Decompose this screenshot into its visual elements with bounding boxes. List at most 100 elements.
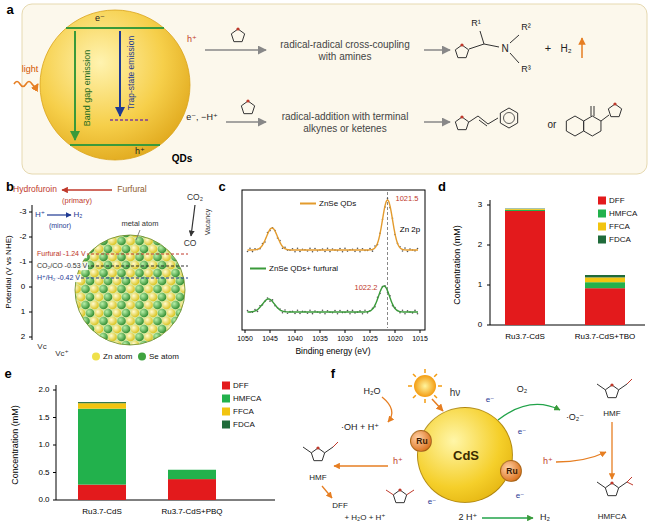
atom-sphere [158, 261, 167, 270]
bar-segment [585, 288, 625, 325]
data-point [284, 309, 286, 311]
atom-sphere [167, 325, 176, 334]
tick-label: 1035 [312, 335, 328, 343]
light-label: hν [450, 387, 461, 398]
atom-sphere [117, 237, 126, 246]
legend-swatch [138, 352, 146, 360]
panel-b-art [29, 190, 198, 349]
atom-sphere [144, 317, 153, 326]
legend-swatch [598, 222, 606, 230]
tick-label: -2 [19, 233, 26, 242]
atom-sphere [86, 229, 95, 238]
bar-segment [168, 469, 216, 470]
legend-text: Se atom [149, 352, 179, 361]
panel-a-art [584, 116, 601, 136]
electron-label: e⁻ [518, 428, 527, 437]
hole-label: h⁺ [543, 457, 553, 467]
panel-a-art [455, 115, 468, 129]
bar-segment [505, 211, 545, 325]
atom-sphere [176, 293, 185, 302]
panel-c-art [395, 330, 396, 333]
level-label: H⁺/H₂ -0.42 V [36, 274, 81, 282]
panel-a-art [66, 27, 164, 29]
panel-c-art [387, 192, 388, 328]
atom-sphere [95, 245, 104, 254]
species-label: CO [184, 239, 197, 248]
bar-segment [505, 210, 545, 211]
data-point [387, 198, 389, 200]
data-point [357, 247, 359, 249]
data-point [402, 250, 404, 252]
panel-a-art [424, 49, 450, 51]
bar-segment [505, 208, 545, 209]
data-point [404, 313, 406, 315]
atom-sphere [95, 309, 104, 318]
species-label: H₂ [74, 211, 83, 220]
atom-sphere [104, 229, 113, 238]
panel-b-art [29, 287, 32, 288]
peak-value: 1021.5 [396, 195, 419, 203]
category-label: Ru3.7-CdS+PBQ [161, 508, 222, 517]
panel-f-art [311, 446, 324, 460]
atom-sphere [95, 293, 104, 302]
data-point [294, 313, 296, 315]
panel-b-art [75, 235, 185, 345]
data-point [417, 248, 419, 250]
ru-site: Ru [410, 430, 432, 452]
atom-sphere [171, 269, 180, 278]
panel-f-art [325, 447, 333, 453]
atom-sphere [90, 237, 99, 246]
electron-label: e⁻, −H⁺ [186, 113, 217, 123]
tick-label: 1045 [262, 335, 278, 343]
legend-swatch [300, 202, 316, 204]
atom-sphere [149, 341, 158, 350]
quantum-dot: Band gap emissionTrap-state emissionQDs [40, 10, 190, 160]
legend-swatch [222, 420, 230, 428]
atom-sphere [189, 285, 198, 294]
atom-sphere [185, 325, 194, 334]
species-label: ·OH + H⁺ [341, 423, 379, 433]
panel-f-art [597, 482, 605, 488]
legend-text: FDCA [609, 235, 631, 244]
bar-segment [585, 275, 625, 277]
tick-label: 1040 [287, 335, 303, 343]
tick-label: 0 [478, 321, 482, 330]
panel-f-art [382, 397, 392, 422]
atom-sphere [140, 293, 149, 302]
panel-letter: e [4, 367, 11, 381]
atom-sphere [77, 293, 86, 302]
atom-sphere [185, 341, 194, 350]
atom-sphere [68, 325, 77, 334]
panel-a-art [608, 102, 621, 116]
hole-label: h⁺ [135, 147, 145, 157]
panel-a-art [469, 44, 484, 49]
bar-segment [505, 209, 545, 211]
atom-sphere [99, 269, 108, 278]
panel-a-art [566, 116, 583, 136]
panel-a-art [74, 31, 76, 140]
panel-e-art [53, 445, 56, 446]
legend-item: DFF [598, 196, 625, 205]
panel-f-art [627, 379, 632, 384]
atom-sphere [108, 269, 117, 278]
atom-sphere [162, 237, 171, 246]
atom-sphere [72, 237, 81, 246]
panel-b-art [29, 212, 32, 213]
atom-sphere [126, 237, 135, 246]
panel-f-art [413, 374, 416, 377]
atom-sphere [158, 341, 167, 350]
panel-f-art [605, 383, 618, 397]
atom-sphere [153, 317, 162, 326]
panel-f-art [334, 465, 388, 466]
part-label: Vacancy [204, 209, 212, 235]
atom-sphere [162, 317, 171, 326]
legend-item: FFCA [222, 407, 254, 416]
atom-sphere [167, 293, 176, 302]
atom-sphere [189, 317, 198, 326]
hole-label: h⁺ [393, 457, 403, 467]
atom-sphere [176, 245, 185, 254]
tick-label: -1 [19, 258, 26, 267]
data-point [417, 313, 419, 315]
panel-a-art [510, 35, 519, 43]
